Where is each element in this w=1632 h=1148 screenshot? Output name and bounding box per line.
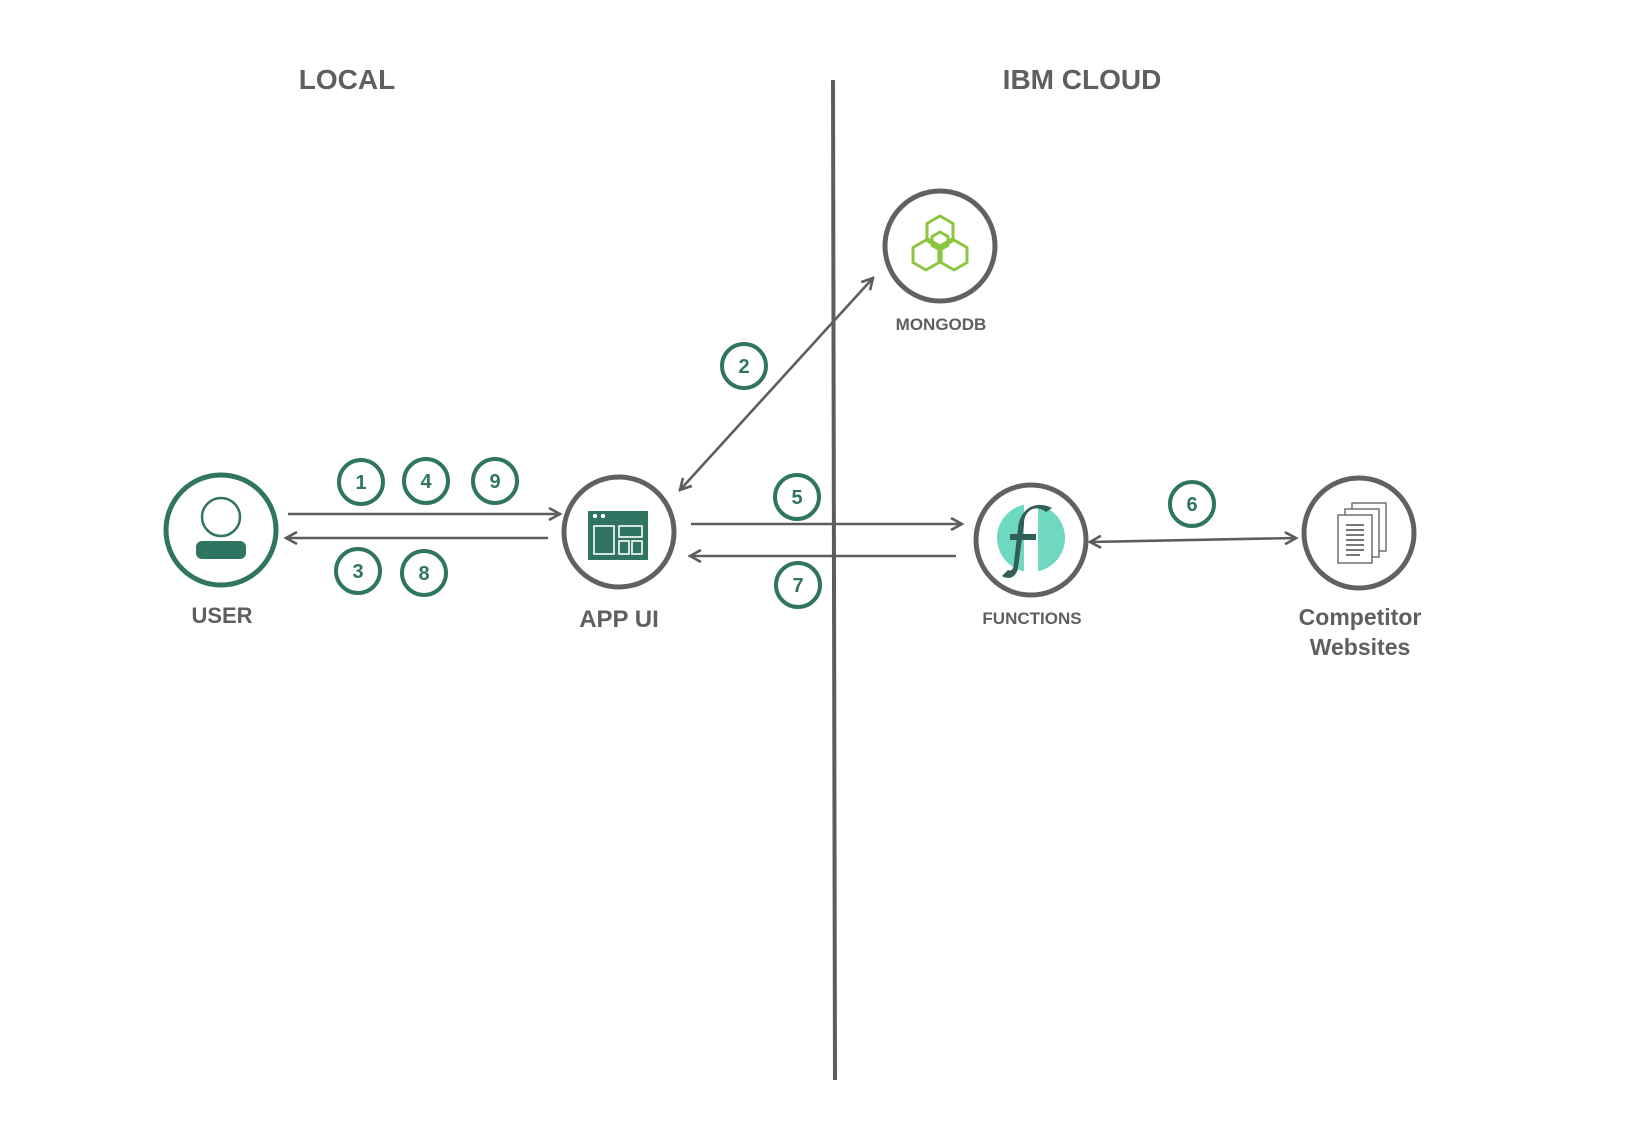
functions-f-icon [997,500,1065,578]
mongodb-node: MONGODB [882,188,998,334]
arrow-appui-mongodb [680,278,873,490]
step-number: 7 [792,575,803,597]
competitor-label-line1: Competitor [1299,604,1422,630]
arrow-functions-competitor [1090,538,1296,542]
step-number: 2 [738,356,749,378]
competitor-label-line2: Websites [1310,634,1411,660]
documents-stack-icon [1337,502,1387,564]
step-number: 9 [489,471,500,493]
functions-label: FUNCTIONS [982,609,1081,628]
user-label: USER [191,603,252,628]
user-icon [196,496,246,559]
app-ui-label: APP UI [579,606,659,633]
hexagon-cubes-icon [911,214,969,272]
step-badge-7: 7 [774,561,822,609]
step-number: 5 [791,487,802,509]
browser-window-icon [588,511,648,560]
step-badge-8: 8 [400,549,448,597]
mongodb-label: MONGODB [896,315,987,334]
step-number: 3 [352,561,363,583]
step-badge-9: 9 [471,457,519,505]
step-badge-2: 2 [720,342,768,390]
step-badge-4: 4 [402,457,450,505]
step-number: 6 [1186,494,1197,516]
step-badge-3: 3 [334,547,382,595]
step-badge-1: 1 [337,458,385,506]
step-badge-6: 6 [1168,480,1216,528]
step-number: 8 [418,563,429,585]
competitor-websites-node: Competitor Websites [1299,475,1422,660]
app-ui-node: APP UI [561,474,677,633]
step-badge-5: 5 [773,473,821,521]
step-number: 4 [420,471,432,493]
section-title-local: LOCAL [299,64,395,95]
step-number: 1 [355,472,366,494]
local-cloud-divider [831,79,837,1081]
functions-node: FUNCTIONS [973,482,1089,628]
user-node: USER [163,472,279,628]
user-node-ring [163,472,279,588]
section-title-ibm-cloud: IBM CLOUD [1003,64,1162,95]
